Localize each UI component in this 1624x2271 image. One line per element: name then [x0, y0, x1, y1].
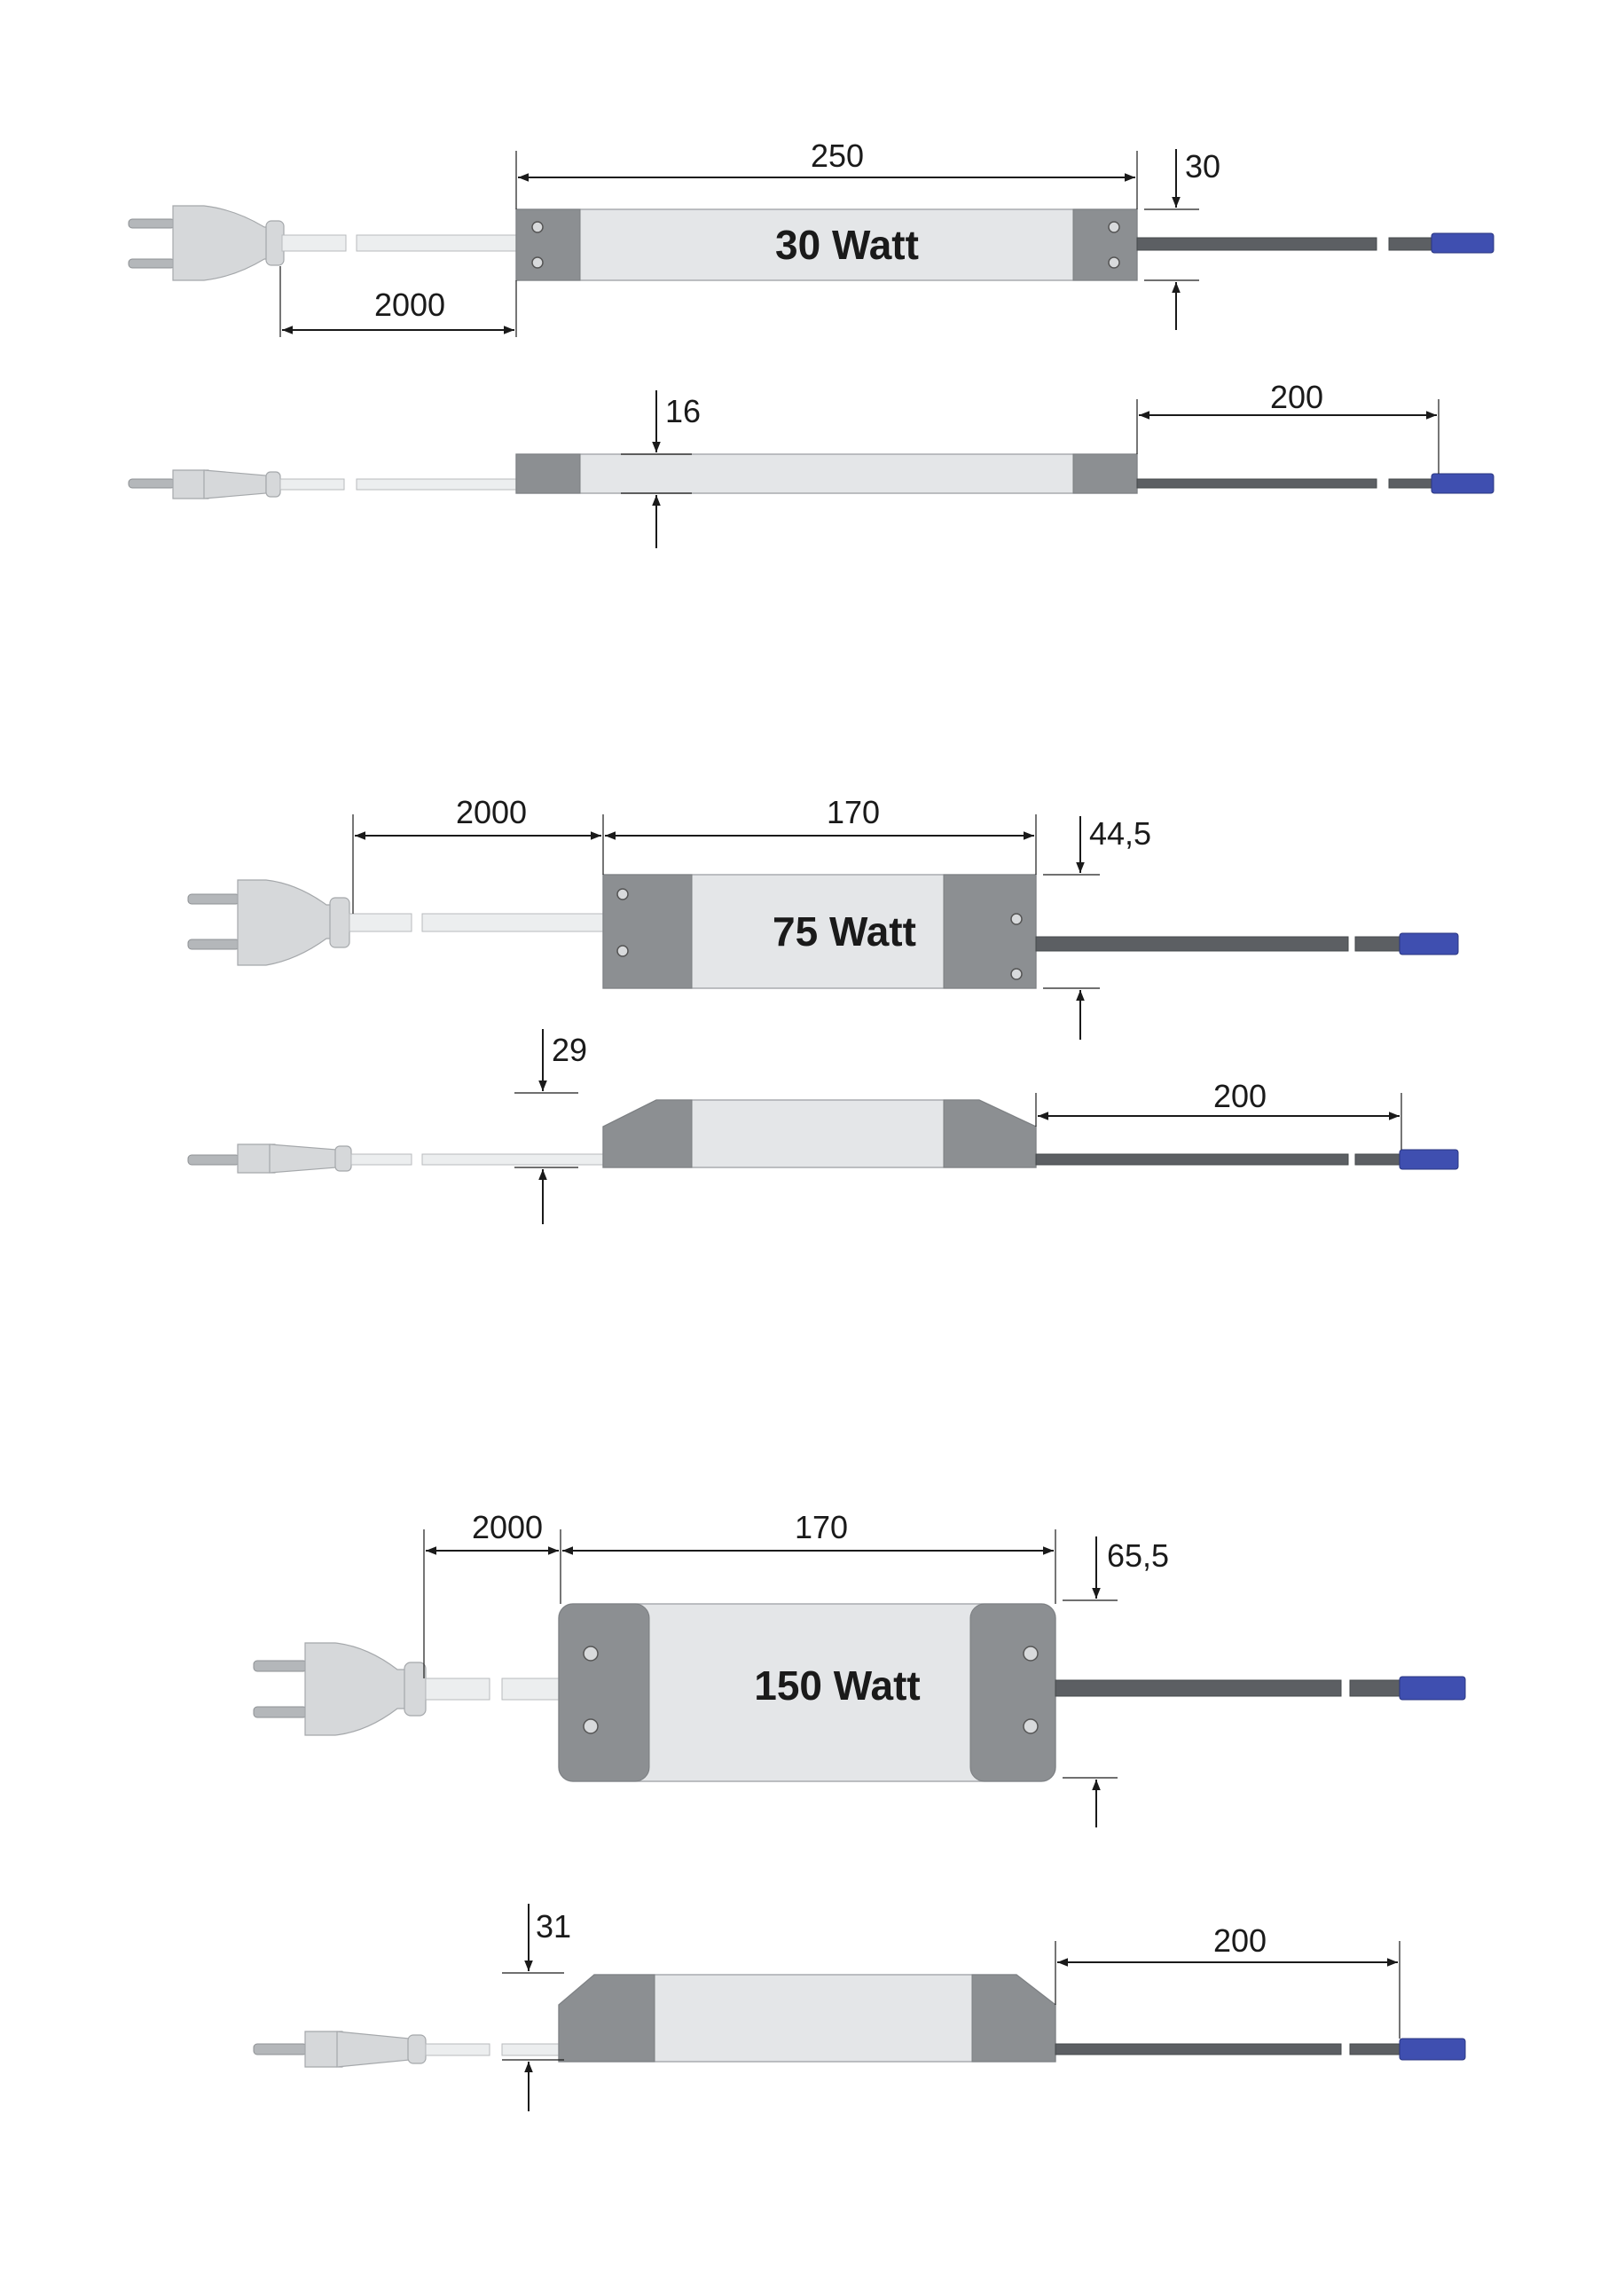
- dim-primary-cable: 2000: [472, 1509, 543, 1545]
- dim-primary-cable: 2000: [374, 287, 445, 323]
- dim-secondary-cable: 200: [1213, 1078, 1267, 1114]
- secondary-cable: [1136, 237, 1377, 251]
- primary-cable: [356, 234, 517, 252]
- unit-30w: 30 Watt 250 30 2000: [128, 138, 1495, 548]
- primary-cable: [281, 234, 347, 252]
- plug-icon: [253, 1642, 427, 1736]
- dim-secondary-cable: 200: [1213, 1922, 1267, 1959]
- housing: 30 Watt: [515, 208, 1138, 281]
- dim-secondary-cable: 200: [1270, 379, 1323, 415]
- dim-height: 30: [1185, 148, 1220, 185]
- unit-150w: 150 Watt 2000 170 65,5: [253, 1509, 1466, 2111]
- dim-primary-cable: 2000: [456, 794, 527, 830]
- dim-length: 170: [827, 794, 880, 830]
- unit-75w-top-view: 75 Watt: [187, 874, 1459, 989]
- housing: 150 Watt: [558, 1603, 1056, 1782]
- dim-thickness: 29: [552, 1032, 587, 1068]
- secondary-cable: [1388, 237, 1432, 251]
- unit-30w-side-view: [128, 453, 1495, 499]
- unit-150w-side-view: [253, 1974, 1466, 2068]
- wattage-label: 30 Watt: [775, 222, 919, 268]
- unit-75w-side-view: [187, 1099, 1459, 1174]
- unit-30w-top-view: 30 Watt: [128, 205, 1495, 281]
- unit-150w-top-view: 150 Watt: [253, 1603, 1466, 1782]
- housing: 75 Watt: [602, 874, 1037, 989]
- plug-icon: [187, 879, 350, 966]
- wattage-label: 150 Watt: [754, 1662, 920, 1709]
- plug-icon: [128, 205, 285, 281]
- dim-length: 250: [811, 138, 864, 174]
- connector-icon: [1431, 232, 1495, 254]
- dim-length: 170: [795, 1509, 848, 1545]
- dim-height: 44,5: [1089, 815, 1151, 852]
- dim-height: 65,5: [1107, 1537, 1169, 1574]
- dim-thickness: 16: [665, 393, 701, 429]
- unit-75w: 75 Watt 2000 170 44,5: [187, 794, 1459, 1224]
- dim-thickness: 31: [536, 1908, 571, 1945]
- wattage-label: 75 Watt: [773, 908, 916, 955]
